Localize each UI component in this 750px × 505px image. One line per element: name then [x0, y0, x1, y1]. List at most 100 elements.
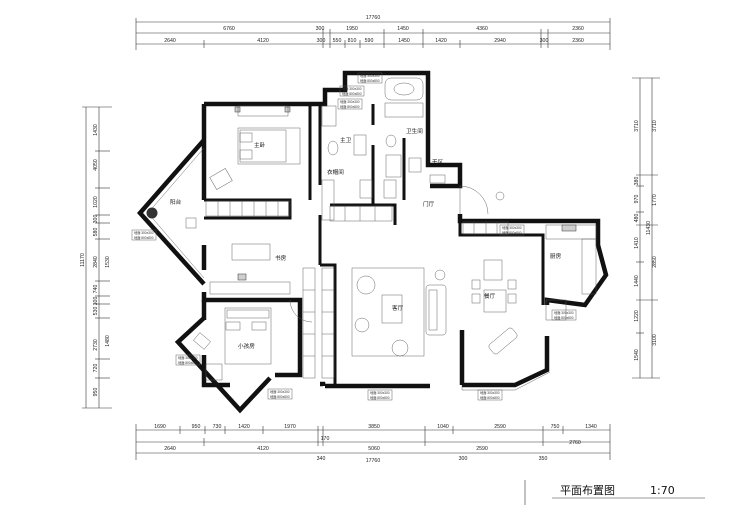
top-total-dim: 17760	[366, 15, 381, 21]
floor-tags: 地面:300x300 地面:800x800 地面:300x300 地面:800x…	[131, 72, 577, 401]
svg-text:300: 300	[93, 215, 99, 224]
svg-text:2760: 2760	[569, 440, 581, 446]
svg-text:17760: 17760	[366, 458, 381, 464]
drawing-title: 平面布置图	[560, 484, 615, 497]
svg-text:4050: 4050	[93, 159, 99, 171]
svg-text:地面:800x800: 地面:800x800	[340, 104, 360, 109]
svg-text:2730: 2730	[93, 339, 99, 351]
svg-text:2360: 2360	[572, 38, 584, 44]
svg-text:地面:800x800: 地面:800x800	[178, 360, 198, 365]
study: 书房	[209, 243, 313, 323]
svg-text:1770: 1770	[652, 194, 658, 206]
svg-text:4120: 4120	[257, 446, 269, 452]
svg-text:1040: 1040	[437, 424, 449, 430]
svg-text:地面:800x800: 地面:800x800	[342, 91, 362, 96]
svg-text:2640: 2640	[164, 446, 176, 452]
svg-text:地面:800x800: 地面:800x800	[502, 230, 522, 235]
balcony-label: 阳台	[170, 198, 182, 206]
svg-text:2590: 2590	[494, 424, 506, 430]
svg-text:1450: 1450	[398, 38, 410, 44]
svg-text:1340: 1340	[585, 424, 597, 430]
svg-text:380: 380	[634, 177, 640, 186]
svg-text:地面:800x800: 地面:800x800	[480, 395, 500, 400]
floor-tag-dining: 地面:300x300 地面:800x800	[477, 389, 503, 401]
title-block: 平面布置图 1:70	[524, 480, 705, 505]
kids-room-label: 小孩房	[238, 342, 255, 350]
svg-text:2940: 2940	[494, 38, 506, 44]
svg-text:970: 970	[634, 195, 640, 204]
svg-text:地面:800x800: 地面:800x800	[134, 235, 154, 240]
bottom-dimensions: 1690 950 730 1420 1970 3850 1040 2590 75…	[135, 424, 611, 464]
svg-text:300: 300	[316, 26, 325, 32]
floor-tag-study: 地面:300x300 地面:800x800	[267, 388, 293, 400]
dry-area-label: 干区	[432, 159, 444, 166]
svg-text:950: 950	[192, 424, 201, 430]
study-label: 书房	[275, 254, 287, 262]
svg-text:地面:300x300: 地面:300x300	[554, 310, 574, 315]
svg-text:480: 480	[634, 214, 640, 223]
svg-text:地面:300x300: 地面:300x300	[480, 390, 500, 395]
floor-tag-bath: 地面:300x300 地面:800x800	[357, 72, 383, 84]
svg-text:地面:800x800: 地面:800x800	[370, 395, 390, 400]
svg-text:2360: 2360	[572, 26, 584, 32]
svg-text:2850: 2850	[652, 256, 658, 268]
svg-text:地面:300x300: 地面:300x300	[178, 355, 198, 360]
plant-icon	[146, 207, 158, 219]
right-dimensions: 11430 3710 380 970 480 1410 1440 1220 15…	[632, 77, 660, 379]
svg-text:3850: 3850	[368, 424, 380, 430]
svg-text:地面:800x800: 地面:800x800	[554, 315, 574, 320]
svg-text:1420: 1420	[238, 424, 250, 430]
top-dimensions: 17760 6760 300 1950 1450 4360 2360 2640 …	[135, 15, 611, 50]
svg-text:550: 550	[333, 38, 342, 44]
svg-text:地面:300x300: 地面:300x300	[370, 390, 390, 395]
walls	[136, 70, 609, 414]
foyer-label: 门厅	[423, 200, 435, 208]
svg-text:530: 530	[93, 307, 99, 316]
svg-text:950: 950	[93, 388, 99, 397]
svg-text:地面:300x300: 地面:300x300	[270, 389, 290, 394]
svg-text:1410: 1410	[634, 237, 640, 249]
svg-text:1530: 1530	[105, 256, 111, 268]
svg-text:2640: 2640	[164, 38, 176, 44]
svg-text:300: 300	[93, 297, 99, 306]
svg-text:1540: 1540	[634, 349, 640, 361]
floor-tag-kids: 地面:300x300 地面:800x800	[175, 354, 201, 366]
svg-text:300: 300	[317, 38, 326, 44]
svg-text:720: 720	[93, 364, 99, 373]
floor-tag-master: 地面:300x300 地面:800x800	[339, 85, 365, 97]
floor-tag-kitchen: 地面:300x300 地面:800x800	[551, 309, 577, 321]
svg-text:1970: 1970	[284, 424, 296, 430]
svg-text:地面:300x300: 地面:300x300	[360, 73, 380, 78]
svg-text:340: 340	[317, 456, 326, 462]
svg-text:4360: 4360	[476, 26, 488, 32]
svg-text:1950: 1950	[346, 26, 358, 32]
svg-text:750: 750	[551, 424, 560, 430]
svg-text:730: 730	[213, 424, 222, 430]
kitchen: 厨房	[545, 224, 597, 321]
svg-text:4120: 4120	[257, 38, 269, 44]
svg-text:1480: 1480	[105, 335, 111, 347]
svg-text:3710: 3710	[634, 120, 640, 132]
master-bath: 主卫 衣帽间	[321, 105, 397, 222]
svg-text:1440: 1440	[634, 275, 640, 287]
svg-text:170: 170	[321, 436, 330, 442]
svg-text:地面:800x800: 地面:800x800	[360, 78, 380, 83]
svg-text:1690: 1690	[154, 424, 166, 430]
living-dining: 客厅 餐厅	[302, 259, 551, 391]
living-room-label: 客厅	[392, 304, 404, 312]
floor-tag-balcony: 地面:300x300 地面:800x800	[131, 229, 157, 241]
svg-text:300: 300	[540, 38, 549, 44]
walk-in-closet-label: 衣帽间	[327, 168, 344, 176]
dining-room-label: 餐厅	[484, 292, 496, 300]
svg-text:580: 580	[93, 228, 99, 237]
drawing-scale: 1:70	[650, 484, 675, 497]
svg-text:3710: 3710	[652, 120, 658, 132]
svg-text:地面:800x800: 地面:800x800	[270, 394, 290, 399]
svg-text:地面:300x300: 地面:300x300	[342, 86, 362, 91]
svg-text:3100: 3100	[652, 334, 658, 346]
kids-room: 小孩房	[193, 307, 272, 381]
svg-text:300: 300	[459, 456, 468, 462]
floor-tag-living: 地面:300x300 地面:800x800	[367, 389, 393, 401]
svg-text:1450: 1450	[397, 26, 409, 32]
